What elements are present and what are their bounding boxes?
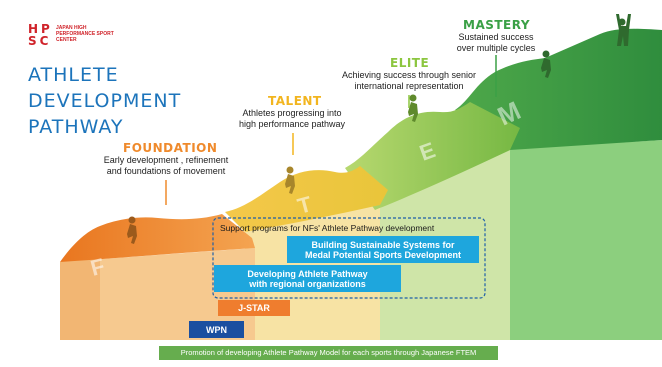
mastery-desc-line-2: over multiple cycles xyxy=(456,43,536,53)
talent-top-surface xyxy=(225,166,388,232)
elite-description: Achieving success through senior interna… xyxy=(327,70,491,92)
foundation-title: FOUNDATION xyxy=(123,141,218,155)
foundation-description: Early development , refinement and found… xyxy=(89,155,243,177)
mastery-title: MASTERY xyxy=(463,18,531,32)
talent-title: TALENT xyxy=(268,94,322,108)
program-regional-pathway-line-1: Developing Athlete Pathway xyxy=(247,268,368,279)
foundation-desc-line-2: and foundations of movement xyxy=(106,166,226,176)
elite-desc-line-1: Achieving success through senior xyxy=(341,70,477,80)
talent-desc-line-1: Athletes progressing into xyxy=(242,108,342,118)
program-sustainable-systems-line-2: Medal Potential Sports Development xyxy=(304,249,462,260)
athlete-arms-raised-icon xyxy=(616,14,631,46)
talent-desc-line-2: high performance pathway xyxy=(238,119,346,129)
title-line-1: ATHLETE xyxy=(28,64,119,86)
runner-icon-talent xyxy=(285,166,295,194)
mastery-front-face xyxy=(495,140,662,340)
title-line-2: DEVELOPMENT xyxy=(28,90,182,112)
mastery-desc-line-1: Sustained success xyxy=(458,32,534,42)
program-regional-pathway-line-2: with regional organizations xyxy=(249,278,366,289)
mastery-description: Sustained success over multiple cycles xyxy=(440,32,552,54)
elite-top-surface xyxy=(345,102,520,210)
page-title: ATHLETE DEVELOPMENT PATHWAY xyxy=(28,62,198,140)
program-wpn: WPN xyxy=(189,321,244,338)
support-programs-label: Support programs for NFs' Athlete Pathwa… xyxy=(220,223,435,233)
ftem-promotion-bar: Promotion of developing Athlete Pathway … xyxy=(159,346,498,360)
support-programs-frame xyxy=(212,217,486,299)
program-sustainable-systems: Building Sustainable Systems for Medal P… xyxy=(287,236,479,263)
foundation-top-surface xyxy=(60,214,255,262)
foundation-side-face xyxy=(60,254,100,340)
program-jstar: J-STAR xyxy=(218,300,290,316)
title-line-3: PATHWAY xyxy=(28,116,124,138)
hpsc-logo-letters: HP SC xyxy=(28,22,53,48)
foundation-desc-line-1: Early development , refinement xyxy=(103,155,229,165)
runner-icon-elite xyxy=(408,94,418,122)
stage-letter-f: F xyxy=(88,253,107,281)
runner-icon-mastery xyxy=(541,50,551,78)
elite-desc-line-2: international representation xyxy=(354,81,464,91)
program-regional-pathway: Developing Athlete Pathway with regional… xyxy=(214,265,401,292)
mastery-top-surface xyxy=(455,28,662,150)
elite-title: ELITE xyxy=(390,56,430,70)
hpsc-logo-name: JAPAN HIGH PERFORMANCE SPORT CENTER xyxy=(56,25,114,43)
program-sustainable-systems-line-1: Building Sustainable Systems for xyxy=(311,239,455,250)
runner-icon-foundation xyxy=(127,216,137,244)
talent-description: Athletes progressing into high performan… xyxy=(230,108,354,130)
foundation-front-face xyxy=(60,248,255,340)
